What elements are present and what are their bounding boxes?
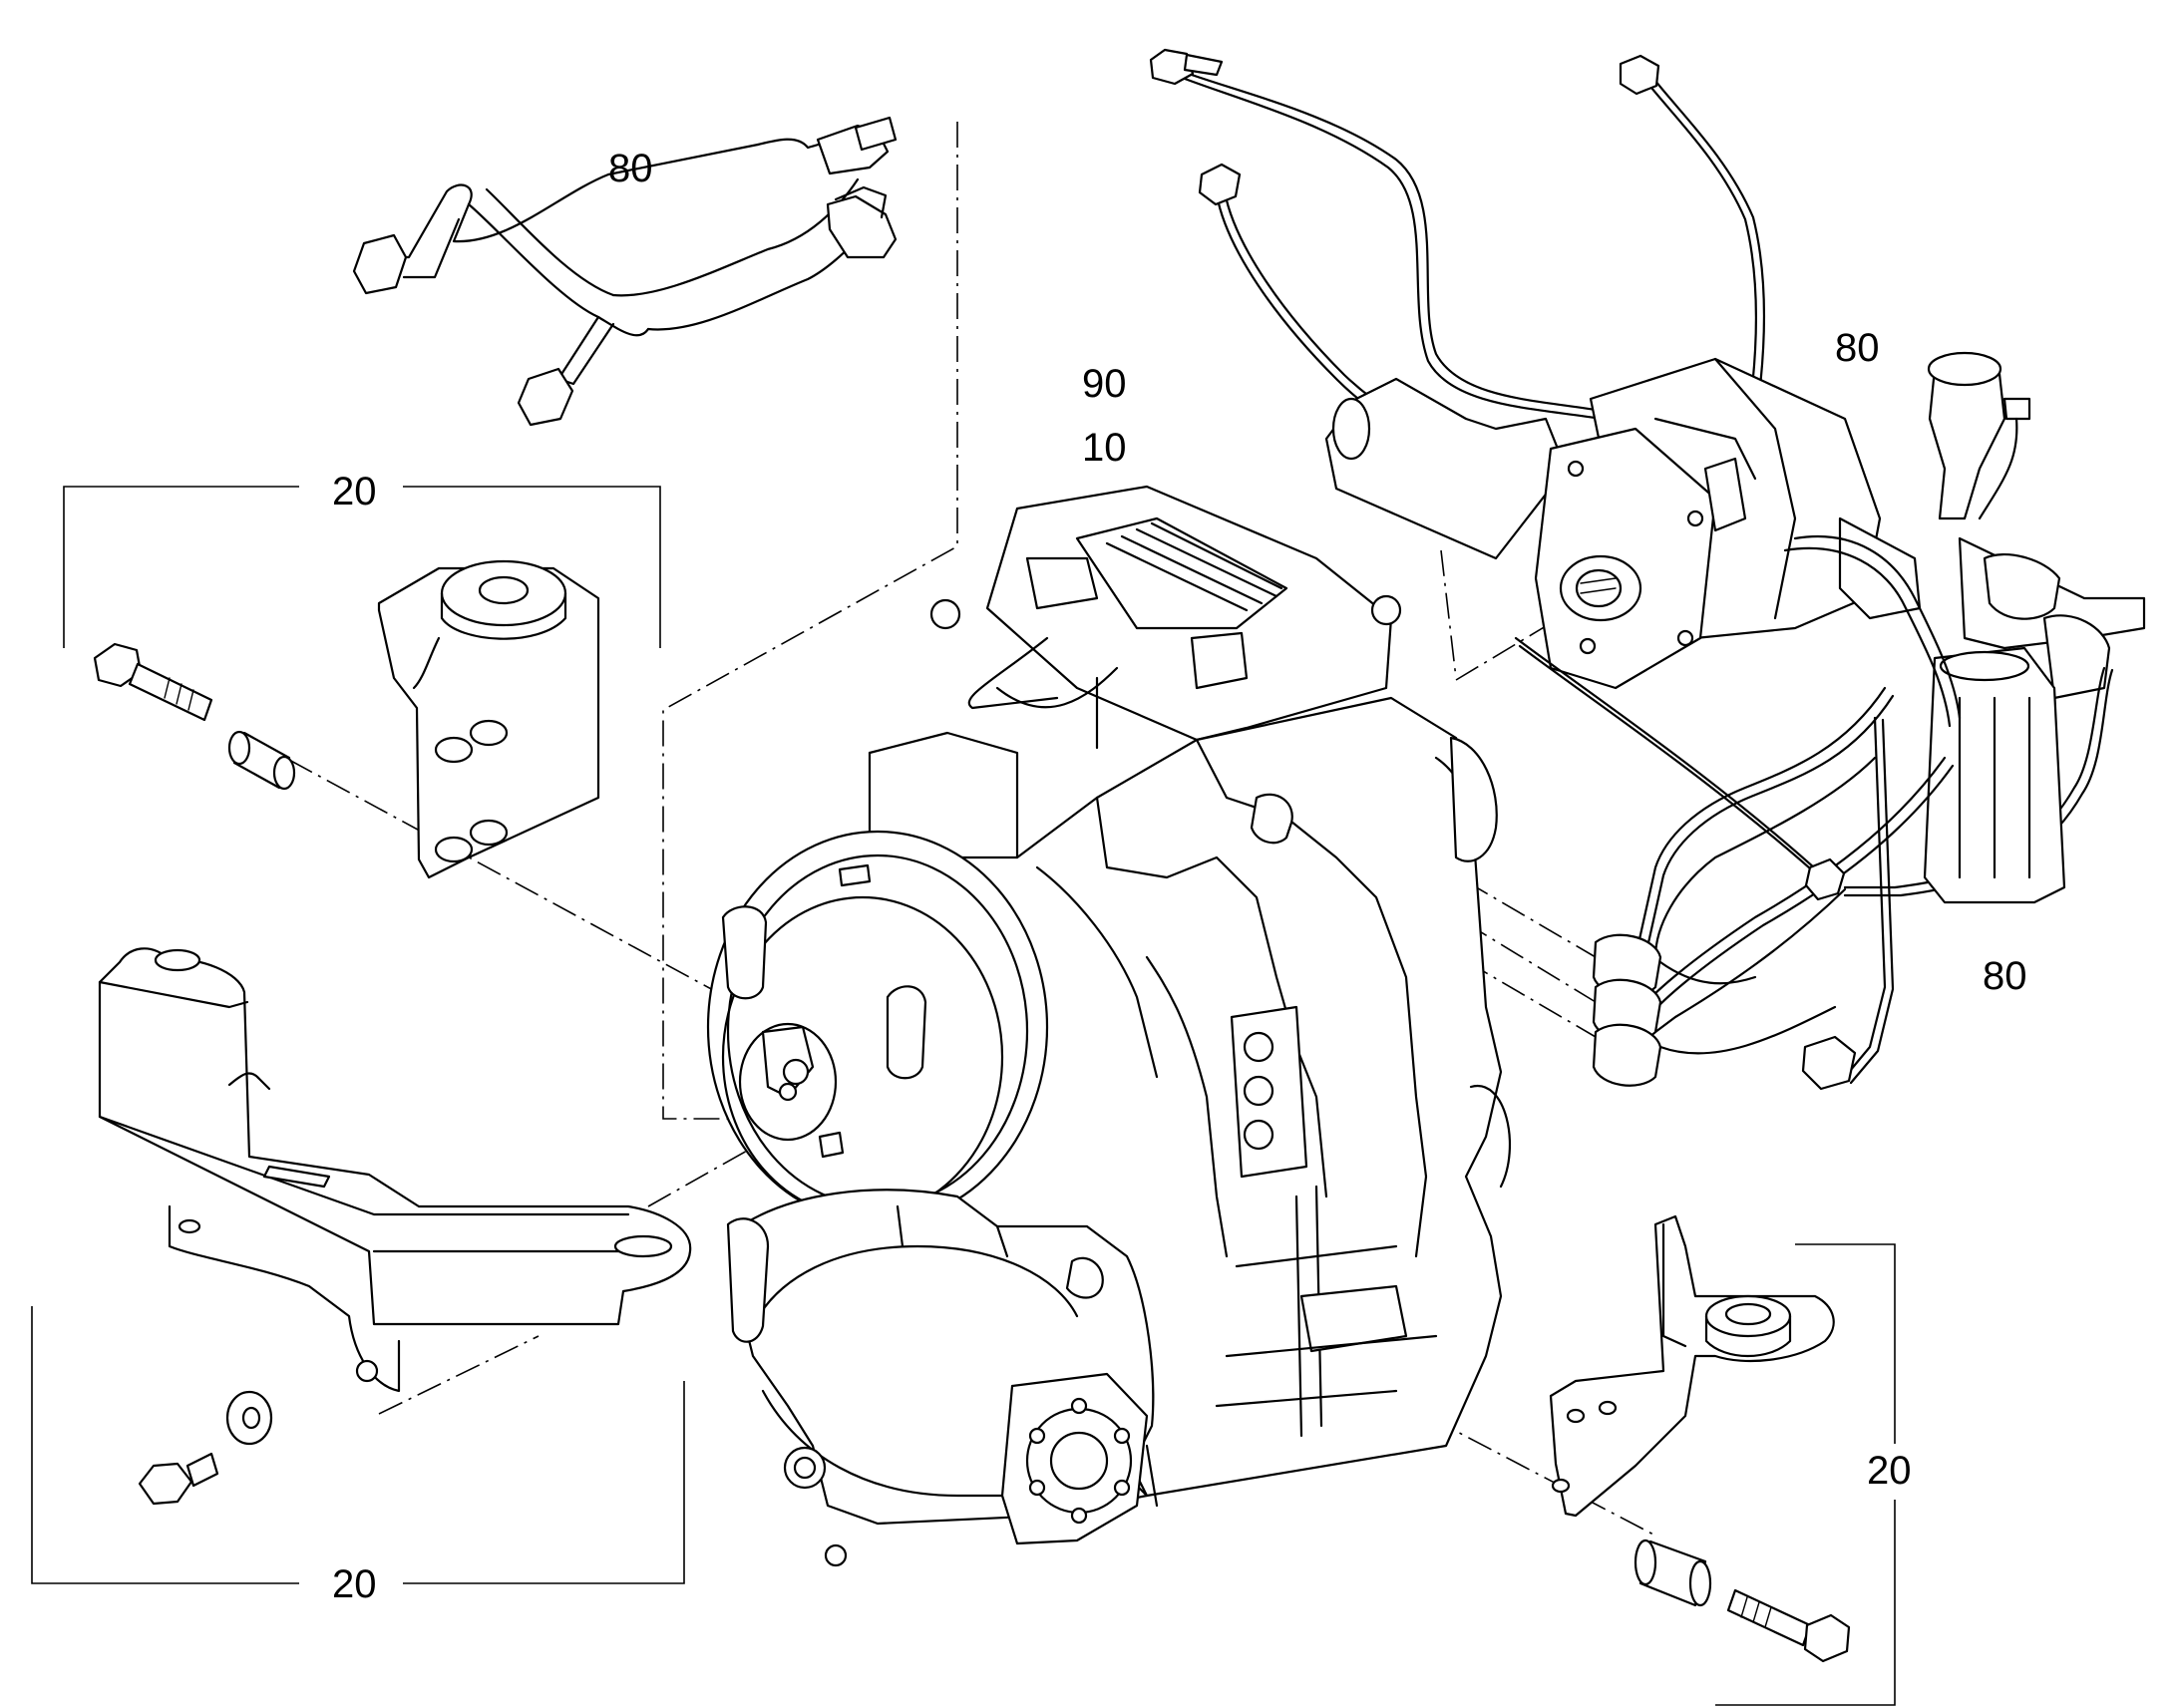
transmission-housing: [706, 485, 1512, 1567]
spacer-sleeve-top-left-icon: [227, 730, 296, 791]
callout-hoses-right: 80: [1983, 954, 2027, 998]
group-bracket-top-left: [63, 486, 661, 648]
callout-bracket-top-left: 20: [332, 470, 377, 513]
group-bracket-right: [1715, 1243, 1896, 1706]
callout-bracket-bottom-left: 20: [332, 1562, 377, 1606]
hydraulic-pump-assembly: [1149, 48, 2031, 690]
filter-hose-assembly-right: [1514, 535, 2146, 1091]
mount-bracket-right: [1549, 1214, 1835, 1518]
fitting-elbow-icon: [1801, 1035, 1857, 1091]
pump-mounting-flange: [1534, 427, 1717, 690]
callout-hose-top-left: 80: [608, 147, 653, 190]
fitting-nut-icon: [1619, 54, 1660, 96]
bolt-top-left-icon: [93, 642, 213, 722]
washer-bottom-left-icon: [225, 1390, 273, 1446]
fitting-nut-icon: [1198, 163, 1242, 206]
fitting-nut-icon: [352, 233, 408, 295]
hose-assembly-top-left: [352, 116, 898, 427]
group-bracket-bottom-left: [31, 1306, 685, 1584]
fitting-elbow-icon: [826, 194, 898, 259]
fitting-nut-icon: [517, 367, 574, 427]
mount-bracket-top-left: [377, 559, 600, 879]
mount-bracket-bottom-left: [98, 947, 692, 1393]
callout-part-90: 90: [1082, 362, 1127, 406]
spacer-sleeve-right-icon: [1634, 1538, 1712, 1607]
callout-bracket-right: 20: [1867, 1449, 1912, 1493]
bolt-right-icon: [1726, 1588, 1851, 1663]
callout-hoses-top-right: 80: [1835, 326, 1880, 370]
bolt-bottom-left-icon: [138, 1452, 219, 1506]
callout-part-10: 10: [1082, 426, 1127, 470]
